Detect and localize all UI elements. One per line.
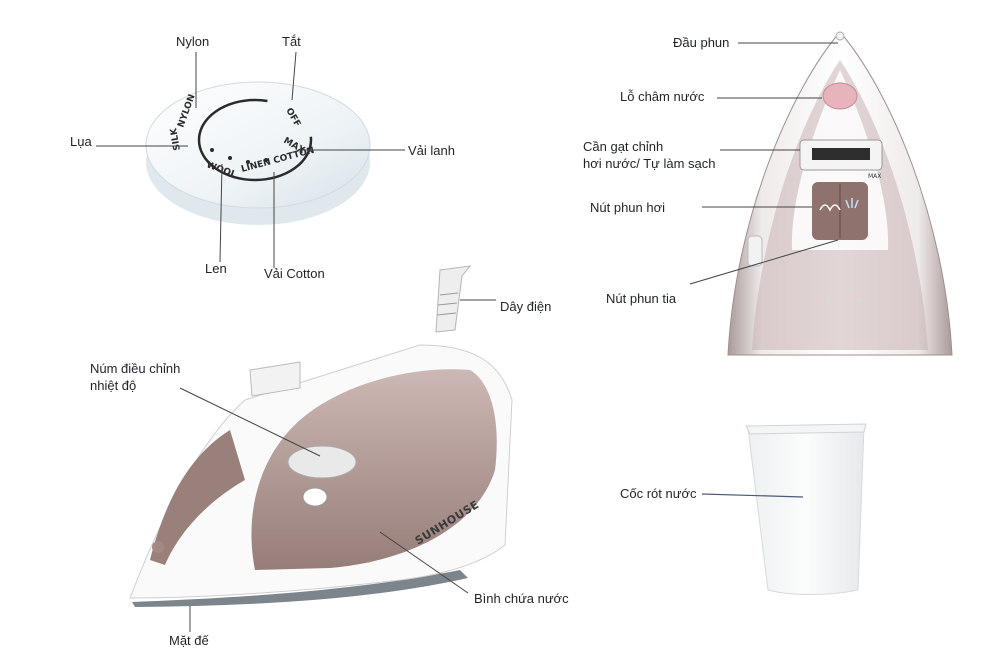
front-cover	[150, 430, 245, 565]
label-silk: Lụa	[70, 134, 92, 149]
label-measuring-cup: Cốc rót nước	[620, 486, 697, 501]
steam-slider	[302, 487, 328, 507]
dial-dot	[246, 160, 250, 164]
dial-dot	[264, 158, 268, 162]
temperature-knob	[287, 445, 357, 479]
label-off: Tắt	[282, 34, 301, 49]
dial-print-silk: SILK	[169, 126, 183, 151]
label-steam-button: Nút phun hơi	[590, 200, 666, 215]
label-spray-button: Nút phun tia	[606, 291, 677, 306]
label-water-tank: Bình chứa nước	[474, 591, 569, 606]
dial-arc	[197, 98, 313, 182]
leader-water-tank	[379, 531, 469, 594]
label-spray-head: Đầu phun	[673, 35, 730, 50]
steam-icon	[819, 204, 841, 212]
label-wool: Len	[205, 261, 227, 276]
label-power-cord: Dây điện	[500, 299, 552, 314]
cord-guard	[435, 265, 472, 333]
leader-spray-button	[689, 239, 839, 285]
spray-nozzle	[835, 31, 845, 41]
label-water-fill-hole: Lỗ châm nước	[620, 89, 705, 104]
dial-dot	[228, 156, 232, 160]
water-tank	[251, 369, 497, 570]
label-steam-lever-2: hơi nước/ Tự làm sạch	[583, 156, 716, 171]
label-soleplate: Mặt đế	[169, 633, 209, 648]
steam-iron: SUNHOUSE	[129, 265, 513, 607]
steam-lever-slot	[812, 148, 870, 160]
leader-cup	[701, 493, 804, 498]
label-linen: Vải lanh	[408, 143, 455, 158]
dial-dot	[210, 148, 214, 152]
max-mark: MAX	[868, 173, 881, 180]
leader-lines	[96, 42, 839, 632]
iron-top-view: MAX	[727, 31, 953, 356]
leader-temp-knob	[179, 387, 321, 457]
spray-button	[747, 235, 763, 267]
spray-cap	[249, 361, 301, 397]
measuring-cup	[745, 423, 867, 595]
label-nylon: Nylon	[176, 34, 210, 49]
leader-off	[291, 51, 297, 101]
spray-icon	[845, 198, 859, 209]
cup-rim	[745, 423, 867, 435]
label-cotton: Vải Cotton	[264, 266, 325, 281]
dial-face	[145, 81, 371, 209]
soleplate	[132, 570, 468, 607]
label-temp-knob-1: Núm điều chỉnh	[90, 361, 181, 376]
water-fill-hole	[822, 82, 858, 110]
leader-wool	[219, 163, 223, 263]
temperature-dial: NYLON OFF SILK MAX WOOL LINEN COTTON	[145, 81, 371, 225]
label-temp-knob-2: nhiệt độ	[90, 378, 137, 393]
label-steam-lever-1: Cần gạt chỉnh	[583, 139, 664, 154]
spray-nozzle-front	[152, 541, 164, 553]
cup-body	[747, 425, 865, 595]
